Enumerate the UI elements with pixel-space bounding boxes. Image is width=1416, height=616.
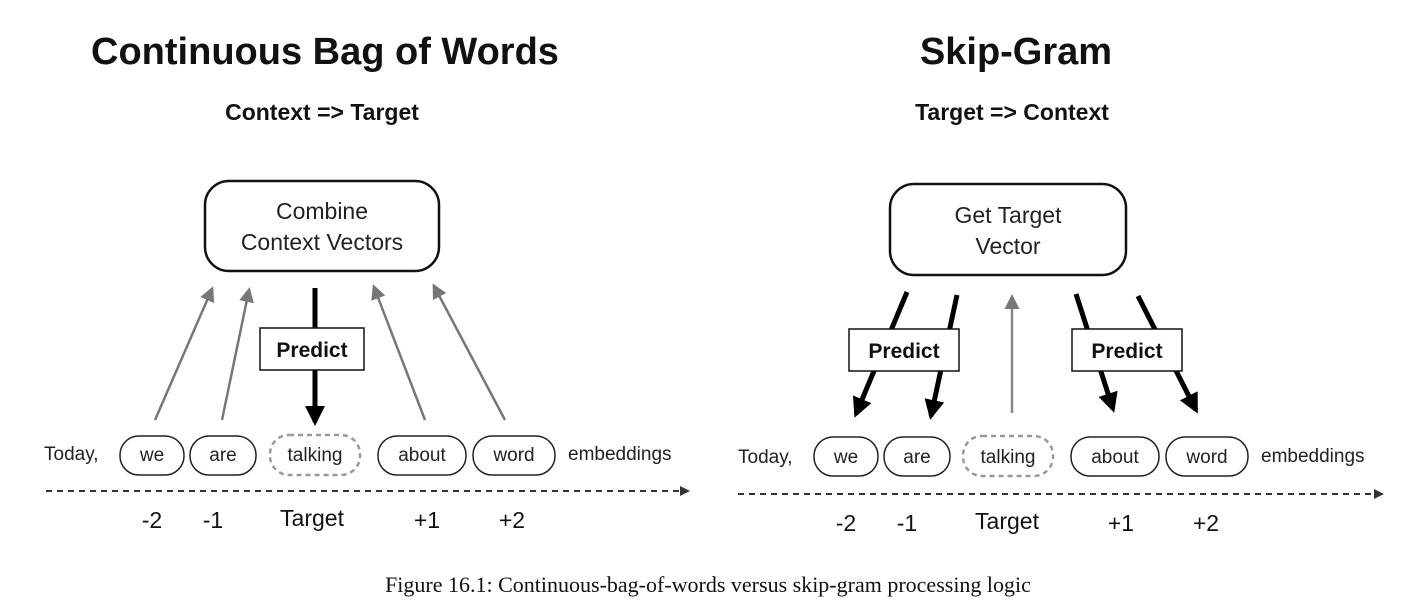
skipgram-panel: Skip-Gram Target => Context Get Target V…	[738, 31, 1384, 536]
cbow-pos-m2: -2	[142, 507, 162, 533]
skipgram-sentence-suffix: embeddings	[1261, 446, 1365, 467]
cbow-word-word: word	[472, 435, 556, 476]
skipgram-word-are-label: are	[903, 447, 930, 468]
skipgram-pos-m2: -2	[836, 510, 856, 536]
cbow-word-about: about	[377, 435, 467, 476]
skipgram-word-about: about	[1070, 436, 1160, 477]
skipgram-pos-p2: +2	[1193, 510, 1219, 536]
skipgram-predict-left-text: Predict	[868, 340, 939, 363]
combine-box-line1: Combine	[276, 198, 368, 224]
cbow-pos-p1: +1	[414, 507, 440, 533]
combine-box-line2: Context Vectors	[241, 229, 403, 255]
skipgram-predict-label-right: Predict	[1071, 328, 1183, 372]
cbow-word-about-label: about	[398, 445, 446, 466]
cbow-sentence-suffix: embeddings	[568, 444, 672, 465]
skipgram-word-talking-label: talking	[981, 447, 1036, 468]
cbow-pos-p2: +2	[499, 507, 525, 533]
cbow-sentence-prefix: Today,	[44, 444, 99, 465]
combine-context-box: Combine Context Vectors	[203, 179, 441, 273]
cbow-word-are: are	[189, 435, 257, 476]
skipgram-pos-m1: -1	[897, 510, 917, 536]
skipgram-predict-label-left: Predict	[848, 328, 960, 372]
skipgram-word-talking-target: talking	[961, 434, 1055, 478]
cbow-predict-text: Predict	[276, 339, 347, 362]
skipgram-word-about-label: about	[1091, 447, 1139, 468]
skipgram-word-word-label: word	[1185, 447, 1227, 468]
context-arrow-p2	[432, 283, 507, 421]
context-arrow-m1	[220, 287, 254, 421]
skipgram-title: Skip-Gram	[920, 31, 1112, 73]
get-target-box: Get Target Vector	[888, 182, 1128, 277]
target-box-line1: Get Target	[955, 202, 1063, 228]
skipgram-predict-right-text: Predict	[1091, 340, 1162, 363]
skipgram-sentence-prefix: Today,	[738, 447, 793, 468]
cbow-title: Continuous Bag of Words	[91, 31, 559, 73]
skipgram-pos-p1: +1	[1108, 510, 1134, 536]
context-arrow-p1	[371, 284, 427, 421]
skipgram-word-are: are	[883, 436, 951, 477]
cbow-panel: Continuous Bag of Words Context => Targe…	[44, 31, 690, 533]
cbow-word-word-label: word	[492, 445, 534, 466]
cbow-subtitle: Context => Target	[225, 99, 419, 125]
cbow-pos-m1: -1	[203, 507, 223, 533]
cbow-word-we: we	[119, 435, 185, 476]
skipgram-word-we-label: we	[833, 447, 858, 468]
cbow-word-talking-label: talking	[288, 445, 343, 466]
skipgram-pos-target: Target	[975, 508, 1040, 534]
cbow-word-are-label: are	[209, 445, 236, 466]
figure-caption: Figure 16.1: Continuous-bag-of-words ver…	[385, 572, 1031, 597]
skipgram-subtitle: Target => Context	[915, 99, 1109, 125]
skipgram-word-word: word	[1165, 436, 1249, 477]
target-box-line2: Vector	[975, 233, 1041, 259]
cbow-predict-label: Predict	[259, 327, 365, 371]
context-arrow-m2	[153, 286, 215, 421]
cbow-word-talking-target: talking	[268, 433, 362, 477]
cbow-pos-target: Target	[280, 505, 345, 531]
cbow-word-we-label: we	[139, 445, 164, 466]
skipgram-word-we: we	[813, 436, 879, 477]
